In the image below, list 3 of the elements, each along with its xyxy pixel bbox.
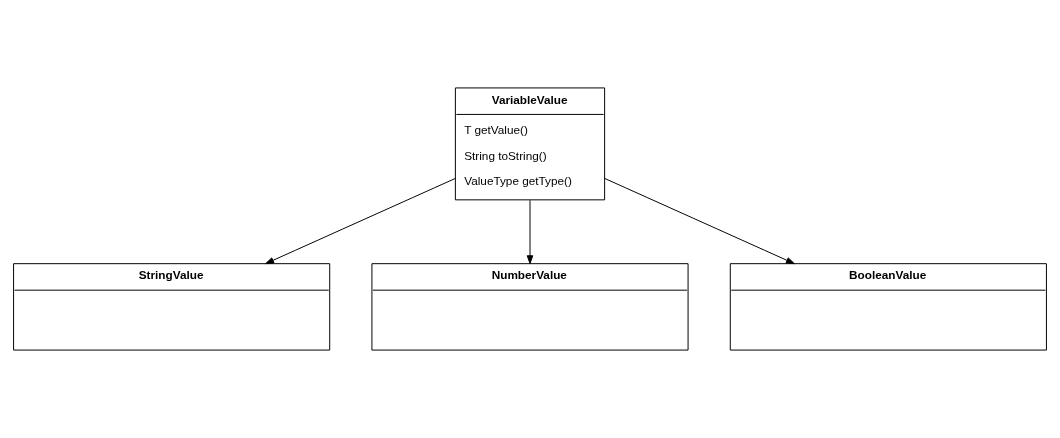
arrow	[526, 199, 534, 265]
arrow	[265, 177, 456, 265]
arrow	[604, 177, 795, 265]
